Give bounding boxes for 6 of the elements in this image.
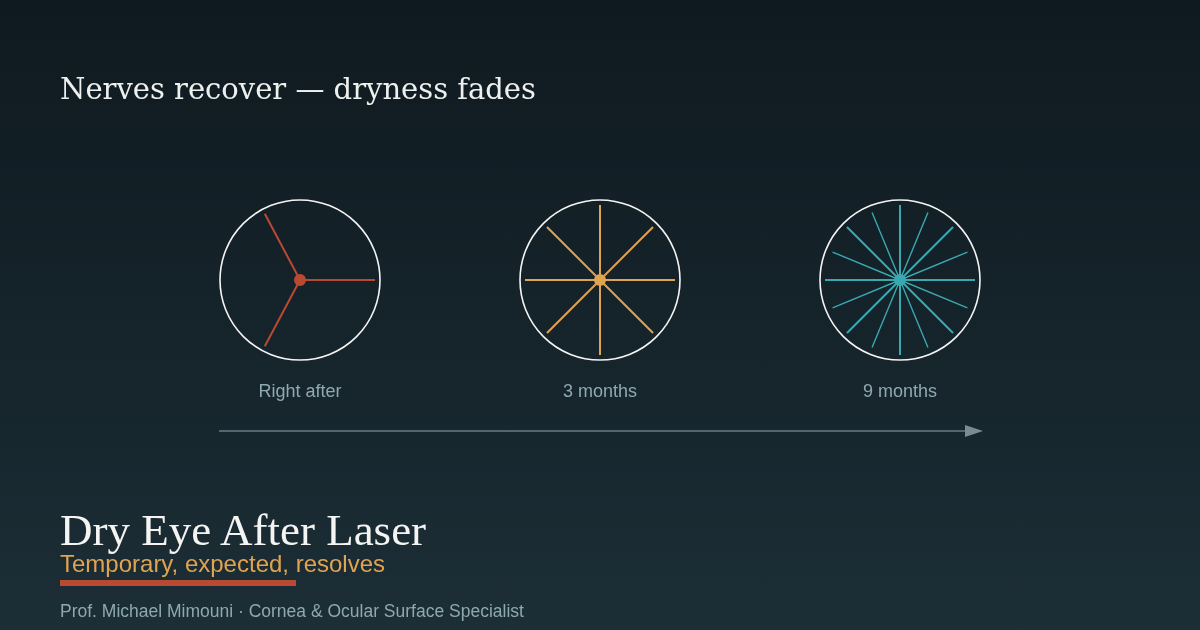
author-byline: Prof. Michael Mimouni · Cornea & Ocular Surface Specialist (60, 601, 524, 622)
node-label: 3 months (563, 381, 637, 402)
heading: Nerves recover — dryness fades (60, 73, 536, 107)
node-label: 9 months (863, 381, 937, 402)
main-title: Dry Eye After Laser (60, 505, 427, 555)
node-label: Right after (258, 381, 342, 402)
